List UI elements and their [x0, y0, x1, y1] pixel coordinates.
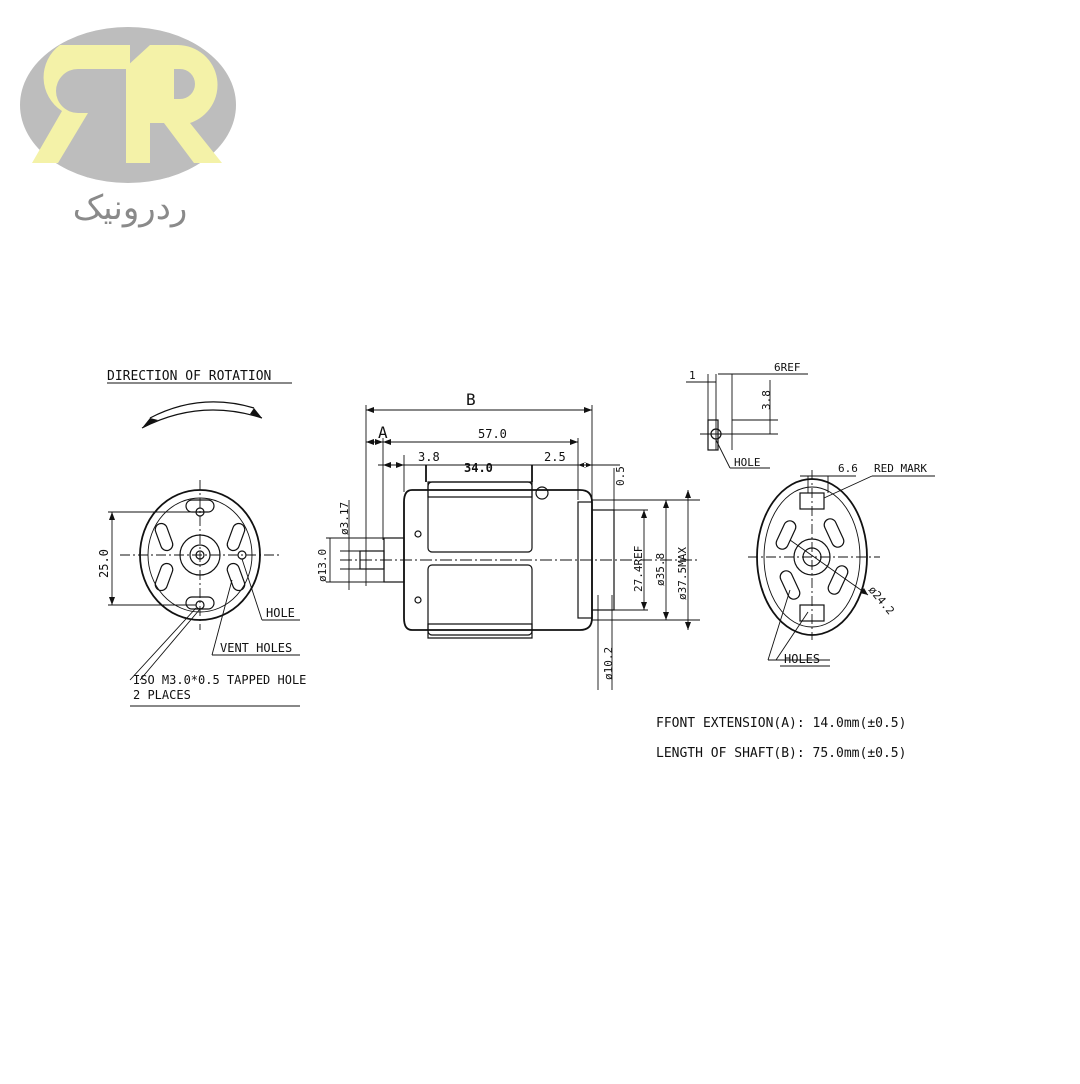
- dim-B: B: [466, 390, 476, 409]
- dim-A: A: [378, 423, 388, 442]
- terminal-detail: 1 6REF 3.8 HOLE: [686, 361, 808, 469]
- left-end-view: DIRECTION OF ROTATION 25.0: [97, 369, 306, 707]
- rotation-arrow-icon: [141, 401, 263, 429]
- dim-2-5: 2.5: [544, 450, 566, 464]
- vent-holes-label: VENT HOLES: [220, 641, 292, 655]
- dim-d3-17: ø3.17: [338, 502, 351, 535]
- detail-hole-label: HOLE: [734, 456, 761, 469]
- dim-d10-2: ø10.2: [602, 647, 615, 680]
- detail-dim-6ref: 6REF: [774, 361, 801, 374]
- dim-37-5: ø37.5MAX: [676, 547, 689, 600]
- red-mark-label: RED MARK: [874, 462, 927, 475]
- dim-d24-2: ø24.2: [866, 584, 897, 618]
- note-shaft-length: LENGTH OF SHAFT(B): 75.0mm(±0.5): [656, 746, 906, 761]
- dim-3-8: 3.8: [418, 450, 440, 464]
- dim-6-6: 6.6: [838, 462, 858, 475]
- side-view: B A 57.0 3.8 34.0 2.5 0.5 ø3.17 ø13.0 27…: [316, 390, 700, 690]
- tapped-places-label: 2 PLACES: [133, 688, 191, 702]
- detail-dim-1: 1: [689, 369, 696, 382]
- dim-35-8: ø35.8: [654, 553, 667, 586]
- dim-34: 34.0: [464, 461, 493, 475]
- tapped-hole-label: ISO M3.0*0.5 TAPPED HOLE: [133, 673, 306, 687]
- logo-text: ردرونیک: [72, 188, 188, 228]
- dim-0-5: 0.5: [614, 466, 627, 486]
- holes-label: HOLES: [784, 652, 820, 666]
- right-end-view: 6.6 RED MARK ø24.2 HOLES: [748, 462, 935, 667]
- detail-dim-3-8: 3.8: [760, 390, 773, 410]
- dim-25: 25.0: [97, 549, 111, 578]
- rotation-title: DIRECTION OF ROTATION: [107, 369, 271, 384]
- brand-logo: [20, 27, 236, 183]
- note-front-extension: FFONT EXTENSION(A): 14.0mm(±0.5): [656, 716, 906, 731]
- dim-d13: ø13.0: [316, 549, 329, 582]
- logo-letters-icon: [32, 45, 222, 163]
- notes: FFONT EXTENSION(A): 14.0mm(±0.5) LENGTH …: [656, 716, 906, 761]
- dim-27-4: 27.4REF: [632, 546, 645, 592]
- dim-57: 57.0: [478, 427, 507, 441]
- hole-label: HOLE: [266, 606, 295, 620]
